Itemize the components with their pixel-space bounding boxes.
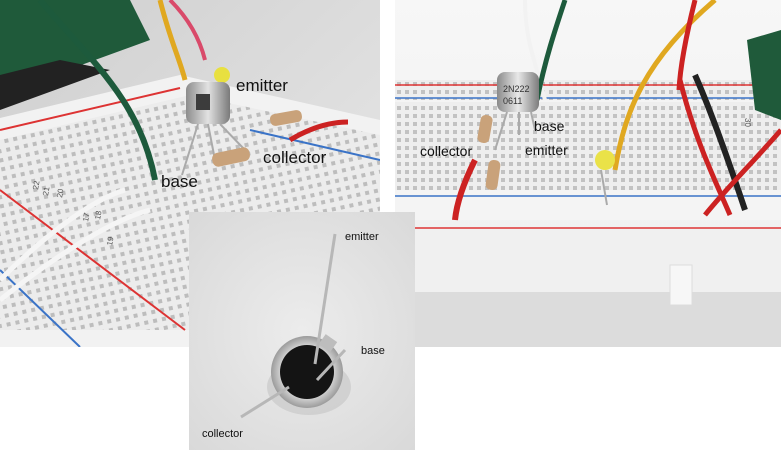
label-collector-bottom: collector [202,428,243,440]
label-base-bottom: base [361,345,385,357]
bb-num-30: 30 [743,118,752,127]
bb-num-21: 21 [41,185,52,196]
transistor-marking-line2: 0611 [503,96,522,106]
transistor-marking-line1: 2N222 [503,84,530,94]
label-emitter-right: emitter [525,142,568,158]
label-base-right: base [534,118,565,134]
bb-num-17: 17 [81,211,92,222]
photo-breadboard-right: 2N222 0611 30 [395,0,781,347]
label-emitter-left: emitter [236,76,288,95]
label-collector-right: collector [420,143,473,159]
bb-num-22: 22 [31,179,42,190]
bb-num-19: 19 [105,235,116,246]
label-collector-left: collector [263,148,327,167]
label-emitter-bottom: emitter [345,231,379,243]
bb-num-18: 18 [93,209,104,220]
breadboard-right-illustration: 2N222 0611 30 [395,0,781,347]
bb-num-20: 20 [55,187,66,198]
transistor-bottom-illustration [189,212,415,450]
label-base-left: base [161,172,198,191]
photo-transistor-bottom-view [189,212,415,450]
